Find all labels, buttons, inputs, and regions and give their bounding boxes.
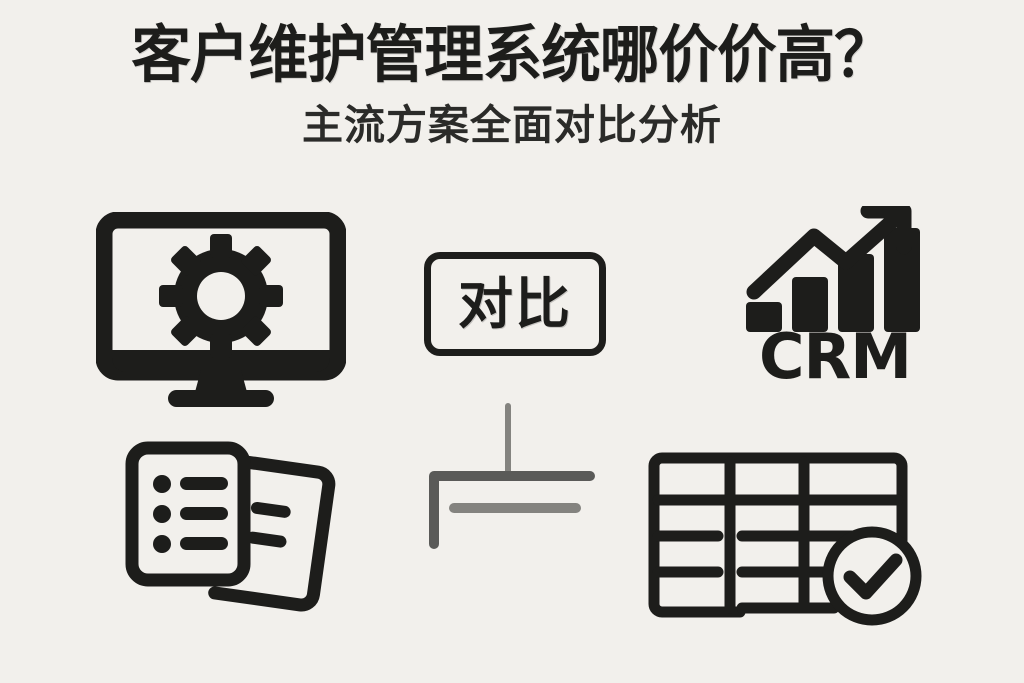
chart-bar-2	[792, 277, 828, 332]
connector-corner	[429, 471, 595, 549]
list-bullet	[153, 505, 171, 523]
check-circle	[822, 526, 922, 626]
list-line	[180, 477, 228, 490]
list-line	[180, 537, 228, 550]
table-check-icon	[644, 448, 932, 626]
crm-wordmark: CRM	[759, 320, 912, 393]
chart-bar-3	[838, 254, 874, 332]
check-mark-icon	[843, 553, 903, 600]
headline-block: 客户维护管理系统哪价价高？ 主流方案全面对比分析	[0, 18, 1024, 149]
compare-badge: 对比	[424, 252, 606, 356]
document-checklist-icon	[120, 438, 336, 618]
connector-lines	[408, 394, 618, 554]
chart-bar-1	[746, 302, 782, 332]
page-subtitle: 主流方案全面对比分析	[302, 100, 722, 149]
list-line	[180, 507, 228, 520]
monitor-gear-icon	[95, 211, 347, 412]
growth-chart-crm-icon: CRM	[742, 203, 928, 398]
chart-bar-4	[884, 228, 920, 332]
list-bullet	[153, 475, 171, 493]
compare-badge-label: 对比	[457, 271, 572, 336]
list-bullet	[153, 535, 171, 553]
page-title: 客户维护管理系统哪价价高？	[131, 18, 893, 91]
